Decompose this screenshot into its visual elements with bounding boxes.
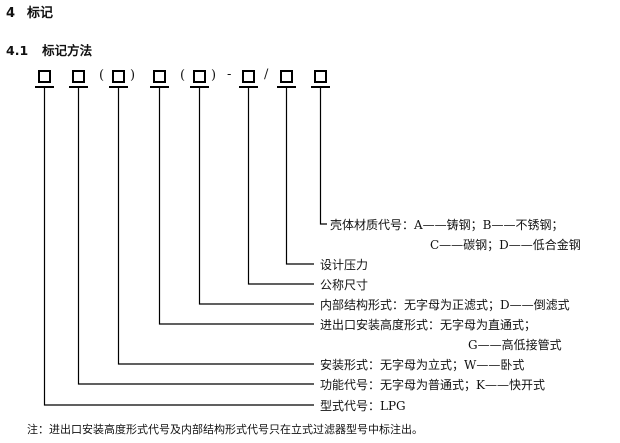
dash-separator: - <box>227 67 232 82</box>
label-shell-material-line2: C——碳钢；D——低合金钢 <box>430 238 581 252</box>
subsection-heading: 4.1 标记方法 <box>6 40 92 59</box>
code-box-1 <box>38 70 51 83</box>
slash-separator: / <box>264 67 269 82</box>
code-box-6 <box>242 70 255 83</box>
close-paren: ) <box>130 68 136 83</box>
subsection-number: 4.1 <box>6 43 29 58</box>
code-box-underline <box>311 86 330 88</box>
code-box-underline <box>109 86 128 88</box>
code-box-8 <box>314 70 327 83</box>
label-nominal-size: 公称尺寸 <box>320 278 369 292</box>
code-box-5 <box>193 70 206 83</box>
code-box-7 <box>280 70 293 83</box>
label-internal-structure: 内部结构形式：无字母为正滤式；D——倒滤式 <box>320 298 570 312</box>
leader-line-design-pressure <box>285 88 314 265</box>
code-box-underline <box>69 86 88 88</box>
label-installation-form: 安装形式：无字母为立式；W——卧式 <box>320 358 525 372</box>
leader-line-function-code <box>77 88 314 385</box>
code-box-3 <box>112 70 125 83</box>
label-inlet-outlet-height-line2: G——高低接管式 <box>468 338 562 352</box>
leader-line-inlet-outlet-height <box>158 88 314 325</box>
label-design-pressure: 设计压力 <box>320 258 369 272</box>
code-box-underline <box>190 86 209 88</box>
code-box-underline <box>277 86 296 88</box>
section-title: 标记 <box>27 6 54 21</box>
label-shell-material-line1: 壳体材质代号：A——铸钢；B——不锈钢； <box>330 218 564 232</box>
leader-line-nominal-size <box>247 88 314 285</box>
label-model-code: 型式代号：LPG <box>320 399 406 413</box>
footnote: 注：进出口安装高度形式代号及内部结构形式代号只在立式过滤器型号中标注出。 <box>27 423 423 436</box>
leader-line-model-code <box>43 88 314 406</box>
code-box-2 <box>72 70 85 83</box>
code-box-underline <box>150 86 169 88</box>
section-heading: 4 标记 <box>6 2 53 21</box>
leader-line-shell-material <box>319 88 327 225</box>
label-inlet-outlet-height-line1: 进出口安装高度形式：无字母为直通式； <box>320 318 537 332</box>
code-box-underline <box>35 86 54 88</box>
leader-line-internal-structure <box>198 88 314 305</box>
section-number: 4 <box>6 6 16 21</box>
open-paren: ( <box>99 68 105 83</box>
close-paren: ) <box>211 68 217 83</box>
label-function-code: 功能代号：无字母为普通式；K——快开式 <box>320 378 545 392</box>
leader-line-installation-form <box>117 88 314 365</box>
code-box-underline <box>239 86 258 88</box>
subsection-title: 标记方法 <box>42 43 93 58</box>
open-paren: ( <box>180 68 186 83</box>
code-box-4 <box>153 70 166 83</box>
